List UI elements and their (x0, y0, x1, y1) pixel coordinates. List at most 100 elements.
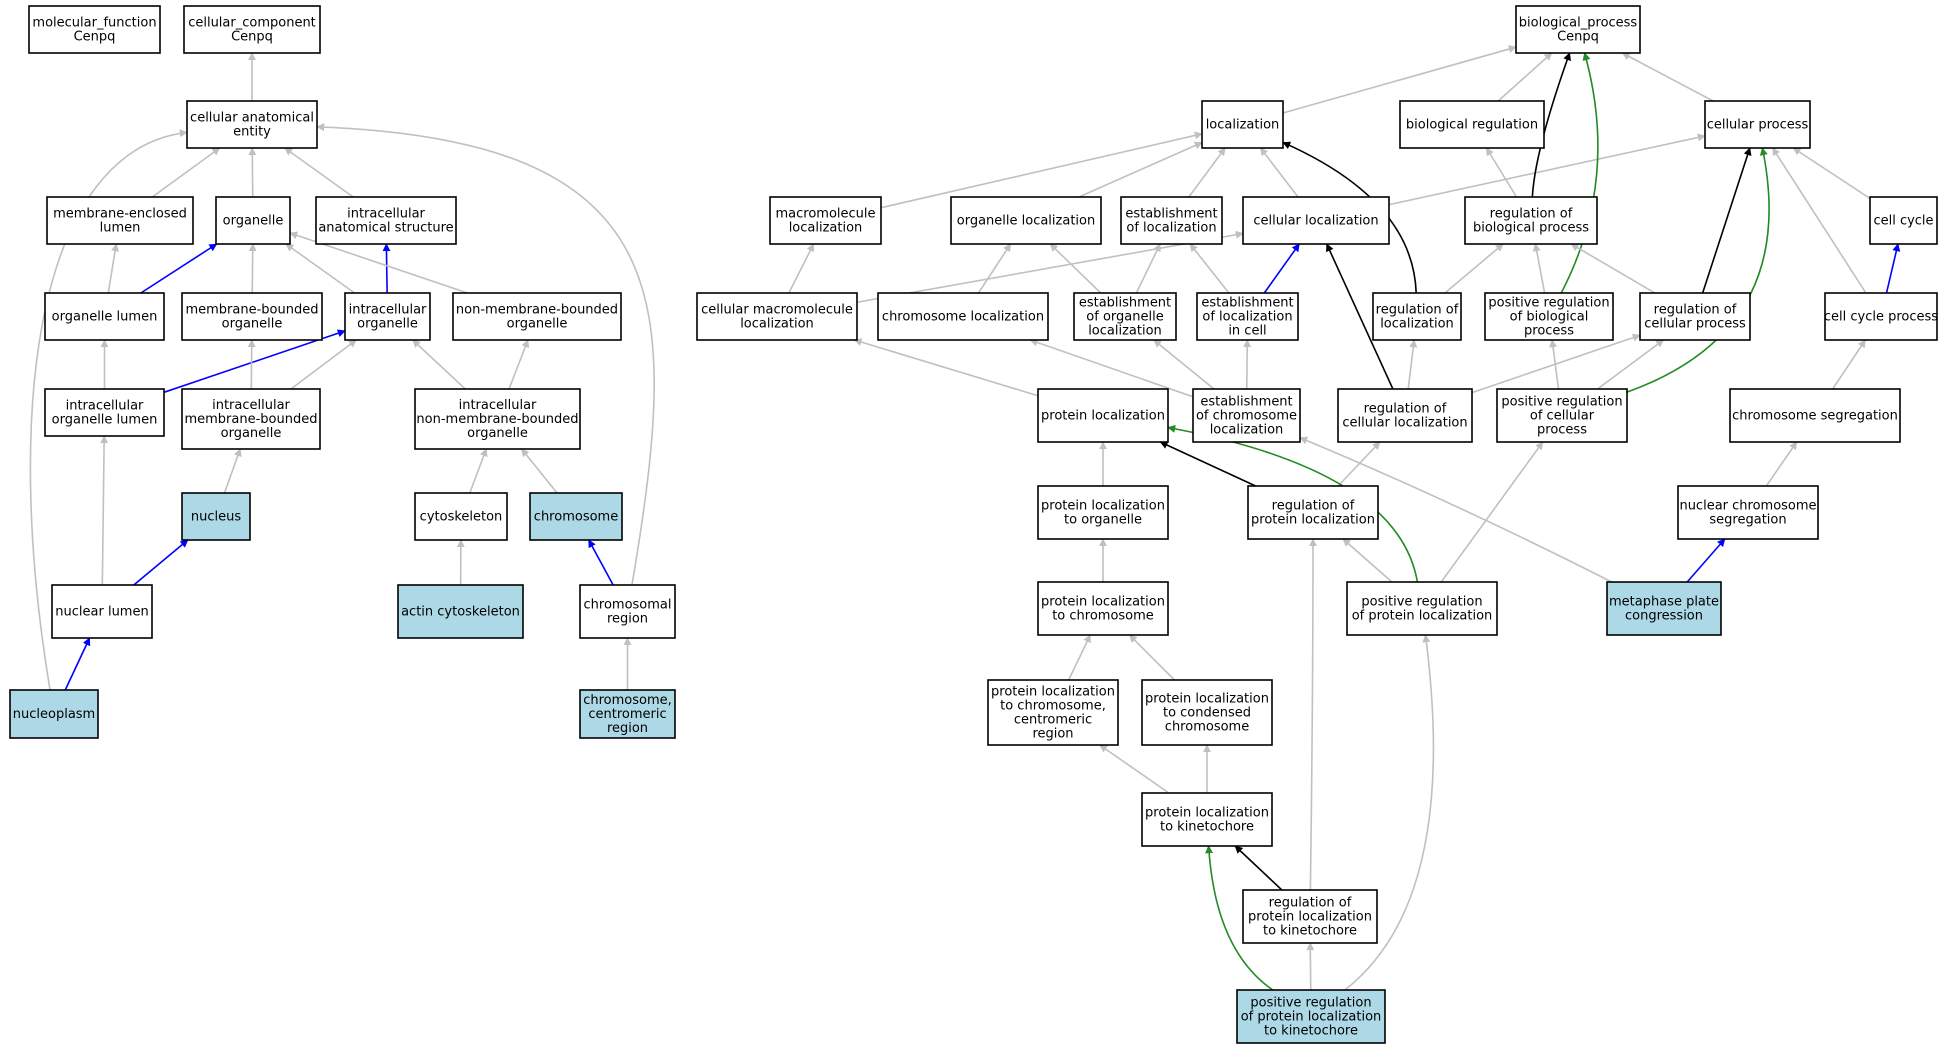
edge-is-a (1549, 339, 1560, 390)
node-bioreg[interactable]: biological regulation (1399, 100, 1545, 149)
node-label-line: nucleoplasm (13, 707, 95, 722)
node-label-line: protein localization (1041, 409, 1165, 424)
node-box (1196, 292, 1299, 341)
node-nucleus[interactable]: nucleus (181, 492, 251, 541)
edge-part-of (588, 539, 614, 586)
edge-positively-regulates (1560, 52, 1599, 294)
node-box (1242, 196, 1390, 245)
node-chromosome[interactable]: chromosome (529, 492, 623, 541)
node-protloc[interactable]: protein localization (1037, 388, 1169, 443)
node-box (529, 492, 623, 541)
node-box (414, 388, 581, 450)
node-ccp[interactable]: cell cycle process (1824, 292, 1938, 341)
node-cytoskeleton[interactable]: cytoskeleton (414, 492, 508, 541)
edge-is-a (1308, 538, 1317, 891)
node-box (1236, 989, 1386, 1044)
node-label-line: of organelle (1086, 310, 1163, 325)
node-nlumen[interactable]: nuclear lumen (51, 584, 153, 639)
edge-is-a (316, 123, 655, 586)
node-cellcycle[interactable]: cell cycle (1869, 196, 1938, 245)
node-actin[interactable]: actin cytoskeleton (397, 584, 524, 639)
node-cellproc[interactable]: cellular process (1704, 100, 1811, 149)
node-box (1337, 388, 1473, 443)
edges-layer (29, 45, 1901, 991)
node-label-line: localization (1206, 118, 1280, 133)
node-label-line: establishment (1200, 395, 1292, 410)
node-label-line: entity (233, 125, 271, 140)
node-label-line: cellular process (1644, 317, 1746, 332)
node-inmbo[interactable]: intracellularnon-membrane-boundedorganel… (414, 388, 581, 450)
edge-is-a (788, 243, 815, 294)
node-organelle[interactable]: organelle (215, 196, 291, 245)
node-olumen[interactable]: organelle lumen (44, 292, 165, 341)
node-box (769, 196, 882, 245)
node-label-line: non-membrane-bounded (416, 412, 578, 427)
edge-is-a (248, 147, 257, 198)
node-label-line: chromosomal (584, 598, 672, 613)
node-cellloc[interactable]: cellular localization (1242, 196, 1390, 245)
node-box (1729, 388, 1901, 443)
node-chrloc[interactable]: chromosome localization (877, 292, 1049, 341)
node-localization[interactable]: localization (1201, 100, 1284, 149)
node-label-line: organelle lumen (52, 413, 158, 428)
node-label-line: intracellular (347, 207, 425, 222)
node-label-line: cell cycle process (1824, 310, 1938, 325)
edge-regulates (1326, 243, 1394, 390)
node-label-line: protein localization (1248, 910, 1372, 925)
edge-is-a (1128, 634, 1176, 681)
node-nucleoplasm[interactable]: nucleoplasm (9, 689, 99, 739)
node-label-line: organelle lumen (52, 310, 158, 325)
edge-is-a (223, 448, 242, 494)
edge-is-a (1153, 339, 1215, 390)
edge-regulates (1701, 147, 1752, 294)
node-box (696, 292, 858, 341)
edge-is-a (1342, 538, 1393, 583)
edge-is-a (1337, 441, 1381, 487)
node-orgloc[interactable]: organelle localization (950, 196, 1102, 245)
node-label-line: non-membrane-bounded (456, 303, 618, 318)
node-label-line: of cellular (1530, 409, 1595, 424)
node-box (1141, 792, 1273, 847)
node-chrseg[interactable]: chromosome segregation (1729, 388, 1901, 443)
node-label-line: organelle (222, 317, 283, 332)
node-label-line: localization (740, 317, 814, 332)
node-label-line: region (607, 721, 648, 736)
